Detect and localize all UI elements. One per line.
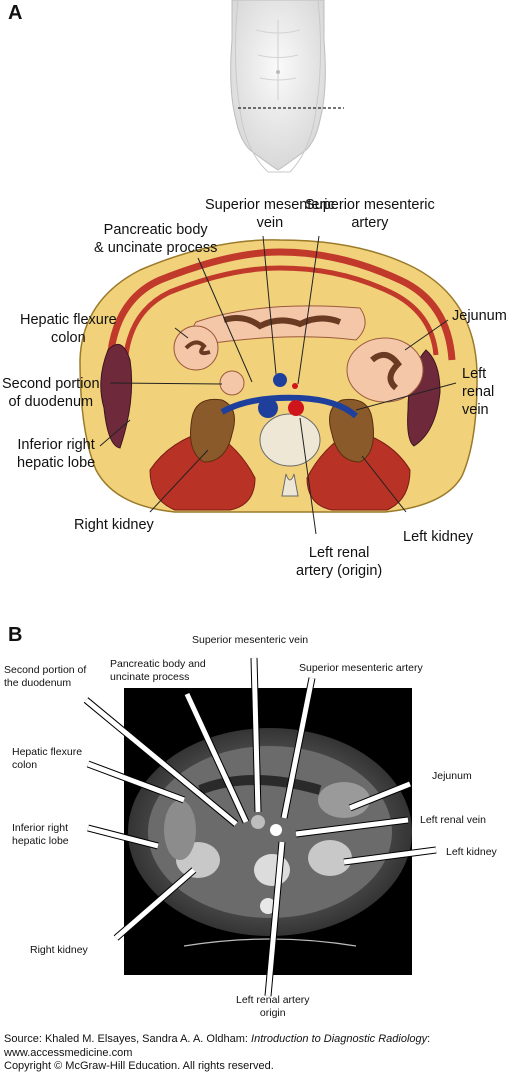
label-a-hepatic-flexure: Hepatic flexure colon bbox=[20, 312, 117, 346]
ct-vertebra bbox=[254, 854, 290, 886]
label-b-sm-artery: Superior mesenteric artery bbox=[299, 662, 423, 674]
label-b-left-renal-artery: Left renal artery origin bbox=[236, 994, 310, 1019]
label-a-left-kidney: Left kidney bbox=[403, 529, 474, 545]
label-b-sm-vein: Superior mesenteric vein bbox=[192, 634, 309, 646]
ct-image bbox=[124, 688, 412, 975]
label-a-left-renal-vein: Left renal vein bbox=[462, 366, 495, 418]
label-a-duodenum: Second portion of duodenum bbox=[2, 376, 100, 410]
panel-b-arrows bbox=[83, 657, 437, 997]
label-b-left-kidney: Left kidney bbox=[446, 846, 497, 858]
hepatic-flexure bbox=[173, 325, 219, 371]
label-a-right-kidney: Right kidney bbox=[74, 517, 154, 533]
book-title: Introduction to Diagnostic Radiology bbox=[251, 1033, 428, 1045]
source-url[interactable]: www.accessmedicine.com bbox=[4, 1046, 133, 1059]
right-kidney bbox=[190, 398, 235, 463]
ct-left-kidney bbox=[308, 840, 352, 876]
torso-figure bbox=[230, 0, 344, 173]
source-suffix: : bbox=[427, 1033, 431, 1045]
label-a-sm-artery: Superior mesenteric artery bbox=[305, 197, 435, 231]
label-a-left-renal-artery: Left renal artery (origin) bbox=[296, 545, 383, 579]
label-b-left-renal-vein: Left renal vein bbox=[420, 814, 486, 826]
left-paraspinal-muscle bbox=[306, 429, 411, 511]
label-a-jejunum: Jejunum bbox=[452, 308, 507, 324]
liver-lobe bbox=[100, 343, 133, 449]
source-prefix: Source: Khaled M. Elsayes, Sandra A. A. … bbox=[4, 1033, 252, 1045]
left-renal-vein bbox=[220, 394, 358, 419]
label-a-sm-vein: Superior mesenteric vein bbox=[205, 197, 335, 231]
abdominal-wall-muscle bbox=[106, 248, 456, 361]
label-b-hepatic-lobe: Inferior right hepatic lobe bbox=[12, 822, 69, 847]
copyright-text: Copyright © McGraw-Hill Education. All r… bbox=[4, 1060, 274, 1072]
vertebral-body bbox=[259, 413, 321, 467]
duodenum bbox=[219, 370, 245, 396]
source-footer: Source: Khaled M. Elsayes, Sandra A. A. … bbox=[4, 1033, 509, 1074]
ivc bbox=[258, 398, 278, 418]
panel-a-letter: A bbox=[8, 2, 23, 24]
panel-b-letter: B bbox=[8, 624, 23, 646]
label-b-hepatic-flexure: Hepatic flexure colon bbox=[12, 746, 83, 771]
spinous-process bbox=[281, 473, 299, 497]
sma bbox=[292, 383, 298, 389]
left-kidney bbox=[329, 398, 374, 463]
label-a-pancreas: Pancreatic body & uncinate process bbox=[94, 222, 218, 256]
label-b-duodenum: Second portion of the duodenum bbox=[4, 664, 87, 689]
right-paraspinal-muscle bbox=[149, 429, 256, 511]
label-b-right-kidney: Right kidney bbox=[30, 944, 88, 956]
cross-section-diagram bbox=[79, 239, 478, 513]
aorta bbox=[288, 400, 304, 416]
label-b-pancreas: Pancreatic body and uncinate process bbox=[110, 658, 206, 683]
smv bbox=[273, 373, 287, 387]
label-a-hepatic-lobe: Inferior right hepatic lobe bbox=[17, 437, 96, 471]
ct-aorta bbox=[270, 824, 282, 836]
ct-ivc bbox=[251, 815, 265, 829]
panel-a-leaders bbox=[99, 235, 457, 535]
label-b-jejunum: Jejunum bbox=[432, 770, 472, 782]
jejunum bbox=[346, 337, 424, 403]
